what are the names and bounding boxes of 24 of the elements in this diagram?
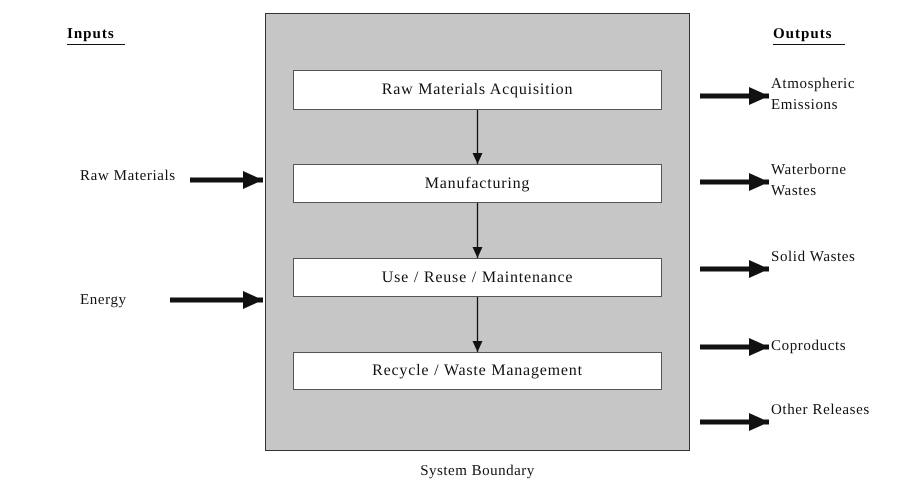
flow-label: Solid Wastes — [771, 247, 871, 291]
arrow — [700, 173, 769, 191]
flow-label: Coproducts — [771, 336, 881, 358]
arrow — [472, 203, 482, 258]
flow-label: Other Releases — [771, 400, 881, 444]
arrow — [472, 110, 482, 164]
arrow — [170, 291, 263, 309]
arrow — [700, 338, 769, 356]
arrow — [472, 297, 482, 352]
boundary-label: System Boundary — [419, 462, 536, 481]
flow-label: Atmospheric Emissions — [771, 74, 889, 118]
stage-box: Raw Materials Acquisition — [293, 70, 662, 110]
arrow — [700, 413, 769, 431]
stage-box: Use / Reuse / Maintenance — [293, 258, 662, 297]
column-heading: Inputs — [67, 24, 125, 45]
flow-label: Raw Materials — [80, 166, 180, 194]
arrow — [190, 171, 263, 189]
flow-label: Energy — [80, 290, 160, 310]
flow-label: Waterborne Wastes — [771, 160, 881, 204]
arrow — [700, 87, 769, 105]
arrow — [700, 260, 769, 278]
column-heading: Outputs — [773, 24, 845, 45]
stage-box: Recycle / Waste Management — [293, 352, 662, 390]
stage-box: Manufacturing — [293, 164, 662, 203]
